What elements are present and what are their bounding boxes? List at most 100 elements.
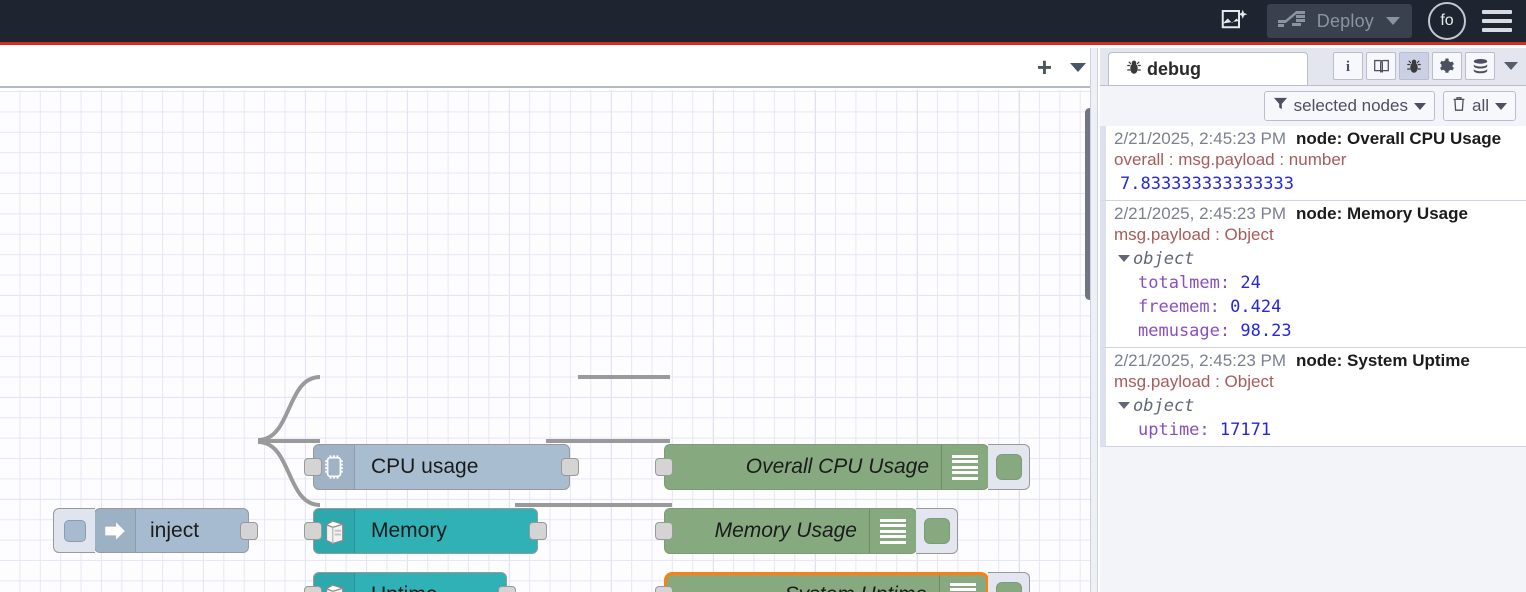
chevron-down-icon[interactable] [1413, 102, 1426, 110]
input-port[interactable] [655, 586, 673, 592]
node-debug-memory-usage[interactable]: Memory Usage [655, 508, 958, 554]
node-inject[interactable]: inject [53, 508, 258, 553]
triangle-down-icon[interactable] [1118, 402, 1130, 410]
sidebar-menu-chevron-down-icon[interactable] [1504, 62, 1518, 70]
object-label: object [1133, 248, 1195, 269]
help-book-icon[interactable] [1366, 52, 1396, 80]
debug-toggle-button[interactable] [988, 572, 1030, 592]
add-flow-icon[interactable]: + [1036, 52, 1052, 82]
triangle-down-icon[interactable] [1118, 255, 1130, 263]
output-port[interactable] [561, 458, 579, 476]
debug-toggle-button[interactable] [988, 444, 1030, 490]
input-port[interactable] [304, 522, 322, 540]
debug-message-property: msg.payload : Object [1114, 224, 1274, 244]
node-memory[interactable]: Memory [304, 508, 547, 554]
header-actions: Deploy fo [1217, 0, 1512, 42]
chevron-down-icon[interactable] [1495, 102, 1507, 110]
object-key: memusage [1138, 320, 1220, 341]
debug-message-source-node[interactable]: node: Overall CPU Usage [1296, 129, 1502, 148]
user-avatar[interactable]: fo [1428, 2, 1466, 40]
node-label: inject [150, 518, 200, 542]
deploy-button[interactable]: Deploy [1266, 4, 1412, 38]
object-entry: memusage: 98.23 [1138, 320, 1292, 341]
chevron-down-icon[interactable] [1386, 17, 1400, 25]
canvas-vertical-scrollbar[interactable] [1085, 108, 1094, 300]
debug-toggle-button[interactable] [916, 508, 958, 554]
input-port[interactable] [655, 458, 673, 476]
node-label: Uptime [355, 583, 438, 592]
object-entry: uptime: 17171 [1138, 419, 1272, 440]
node-label: Overall CPU Usage [745, 455, 929, 478]
inject-trigger-button[interactable] [53, 508, 95, 553]
info-icon[interactable]: i [1333, 52, 1363, 80]
tab-debug-label: debug [1147, 58, 1201, 79]
sidebar-tools: i [1330, 52, 1518, 80]
debug-message-timestamp: 2/21/2025, 2:45:23 PM [1114, 129, 1287, 148]
object-value: 24 [1240, 272, 1261, 293]
debug-lines-icon [869, 509, 916, 553]
object-expander[interactable]: object [1114, 247, 1520, 269]
debug-message-list[interactable]: 2/21/2025, 2:45:23 PM node: Overall CPU … [1100, 126, 1526, 592]
sidebar: debug i [1100, 48, 1526, 592]
filter-label: selected nodes [1293, 96, 1408, 115]
inject-button-icon [63, 519, 86, 542]
trash-icon [1452, 96, 1466, 117]
flow-list-chevron-down-icon[interactable] [1070, 62, 1086, 72]
server-tower-icon [314, 509, 355, 553]
sparkle-image-icon[interactable] [1217, 4, 1251, 38]
panel-resize-divider[interactable] [1090, 48, 1098, 592]
workspace-tabbar: + [0, 48, 1098, 88]
node-debug-overall-cpu-usage[interactable]: Overall CPU Usage [655, 444, 1030, 490]
output-port[interactable] [498, 586, 516, 592]
object-value: 17171 [1219, 419, 1272, 440]
node-label: Memory [371, 519, 447, 542]
clear-label: all [1471, 96, 1489, 115]
debug-bug-icon[interactable] [1399, 52, 1429, 80]
debug-message-header: 2/21/2025, 2:45:23 PM node: System Uptim… [1114, 351, 1520, 371]
debug-message-property: overall : msg.payload : number [1114, 150, 1347, 169]
input-port[interactable] [655, 522, 673, 540]
context-data-icon[interactable] [1465, 52, 1495, 80]
app-header: Deploy fo [0, 0, 1526, 45]
debug-lines-icon [939, 575, 986, 592]
object-label: object [1133, 395, 1195, 416]
debug-message-source-node[interactable]: node: Memory Usage [1296, 203, 1468, 223]
filter-selected-nodes-button[interactable]: selected nodes [1263, 91, 1435, 121]
object-expander[interactable]: object [1114, 394, 1520, 416]
node-debug-system-uptime[interactable]: System Uptime [655, 572, 1030, 592]
clear-all-button[interactable]: all [1442, 91, 1516, 121]
config-gear-icon[interactable] [1432, 52, 1462, 80]
object-key: freemem [1138, 296, 1210, 317]
hamburger-menu-icon[interactable] [1482, 10, 1512, 32]
debug-message-header: 2/21/2025, 2:45:23 PM node: Overall CPU … [1114, 129, 1520, 149]
cpu-chip-icon [314, 445, 355, 489]
input-port[interactable] [304, 586, 322, 592]
filter-funnel-icon [1273, 96, 1288, 116]
debug-message[interactable]: 2/21/2025, 2:45:23 PM node: Memory Usage… [1100, 200, 1526, 348]
debug-message-header: 2/21/2025, 2:45:23 PM node: Memory Usage [1114, 204, 1520, 224]
object-key: totalmem [1138, 272, 1220, 293]
server-tower-icon [314, 573, 355, 592]
flow-canvas[interactable]: inject CPU usage [0, 90, 1098, 592]
object-entry: freemem: 0.424 [1138, 296, 1282, 317]
output-port[interactable] [240, 522, 258, 540]
node-label: Memory Usage [714, 519, 857, 542]
deploy-icon [1277, 8, 1307, 35]
debug-message[interactable]: 2/21/2025, 2:45:23 PM node: Overall CPU … [1100, 126, 1526, 201]
input-port[interactable] [304, 458, 322, 476]
node-label: CPU usage [371, 455, 479, 478]
bug-icon [1125, 58, 1143, 81]
node-cpu-usage[interactable]: CPU usage [304, 444, 579, 490]
node-uptime[interactable]: Uptime [304, 572, 516, 592]
debug-message-timestamp: 2/21/2025, 2:45:23 PM [1114, 203, 1287, 223]
tab-debug[interactable]: debug [1108, 52, 1308, 85]
arrow-right-icon [95, 509, 136, 552]
tabbar-actions: + [1037, 48, 1086, 86]
output-port[interactable] [529, 522, 547, 540]
object-value: 0.424 [1230, 296, 1282, 317]
debug-message-source-node[interactable]: node: System Uptime [1296, 350, 1470, 370]
sidebar-tabrow: debug i [1100, 48, 1526, 86]
debug-message[interactable]: 2/21/2025, 2:45:23 PM node: System Uptim… [1100, 347, 1526, 447]
deploy-label: Deploy [1316, 10, 1374, 31]
